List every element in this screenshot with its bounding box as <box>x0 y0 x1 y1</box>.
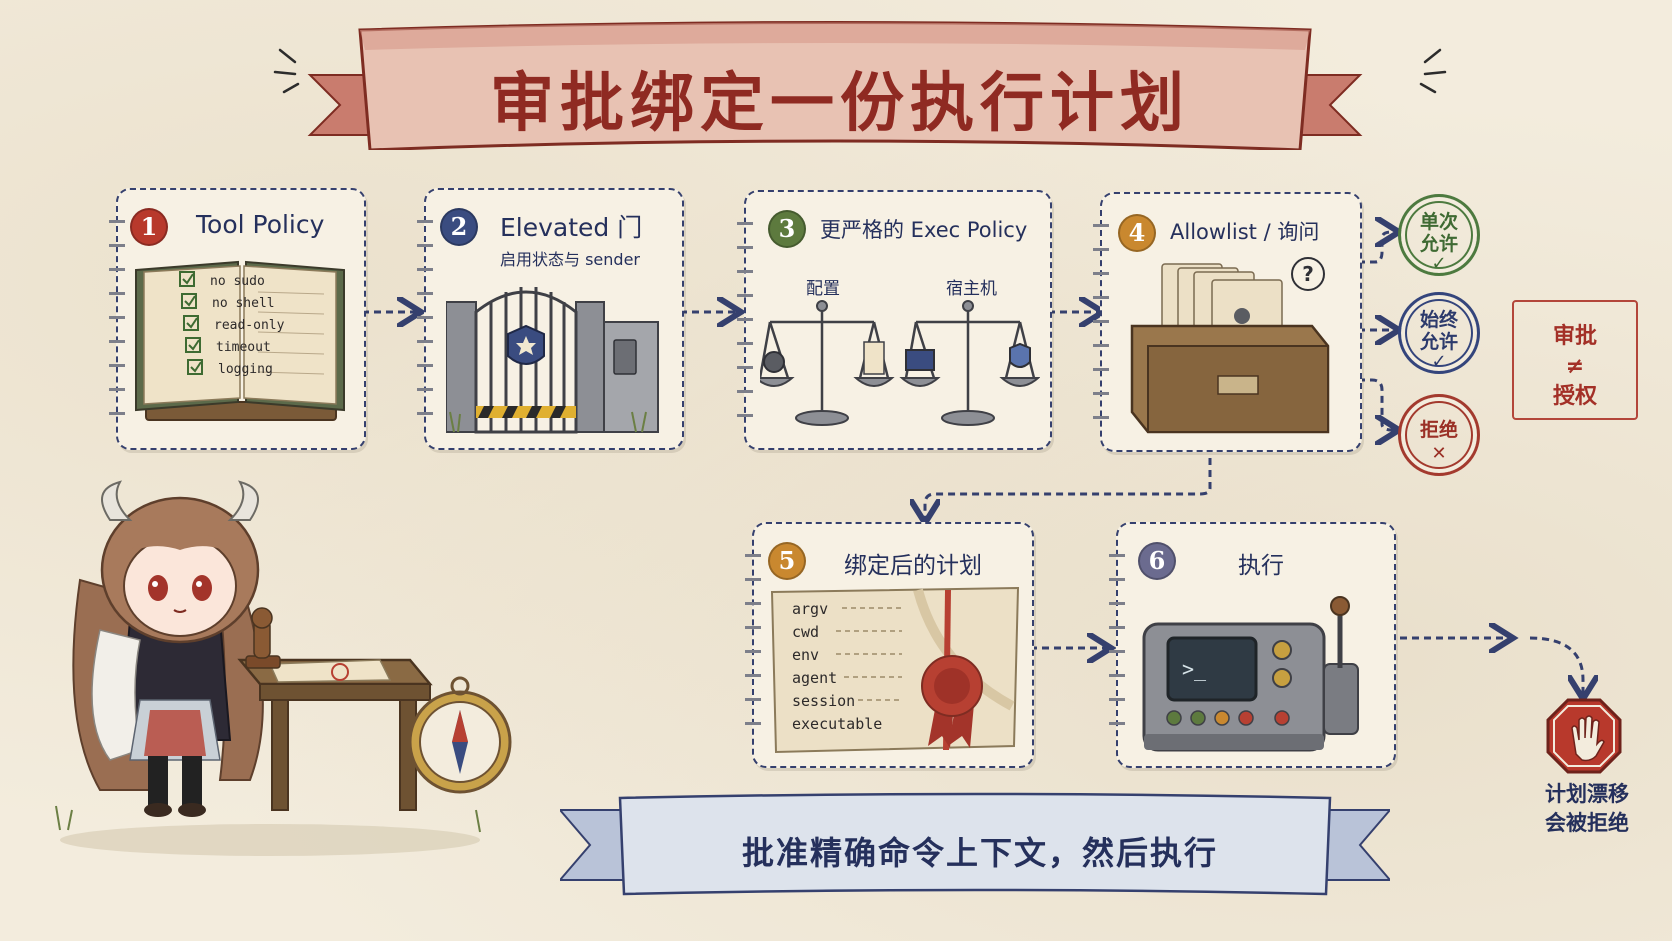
card-spiral <box>745 544 761 746</box>
checklist-item: no shell <box>212 296 275 311</box>
check-icon: ✓ <box>1431 253 1447 274</box>
card-spiral <box>737 212 753 428</box>
plan-field: env <box>792 646 820 664</box>
svg-text:?: ? <box>1302 262 1314 286</box>
card-file-box-icon: ? <box>1130 257 1330 434</box>
arrow-drift-stop <box>1529 636 1583 696</box>
step-card-elevated-gate: 2 Elevated 门 启用状态与 sender <box>417 188 684 450</box>
card-spiral <box>1109 544 1125 746</box>
character-stamping-illustration <box>55 480 512 856</box>
step-title-3: 更严格的 Exec Policy <box>820 218 1028 242</box>
svg-text:>_: >_ <box>1182 657 1207 681</box>
plan-drift-rejected-label: 计划漂移 会被拒绝 <box>1545 782 1629 835</box>
plan-field: executable <box>792 715 883 733</box>
step-card-exec-policy: 3 更严格的 Exec Policy 配置 宿主机 <box>737 190 1052 450</box>
spark-right-icon <box>1419 48 1447 94</box>
plan-field: argv <box>792 600 829 618</box>
stamp-allow-once: 单次 允许 ✓ <box>1398 194 1480 276</box>
step-badge-4: 4 <box>1118 214 1156 252</box>
step-title-1: Tool Policy <box>196 210 325 239</box>
approval-not-authorization-note: 审批 ≠ 授权 <box>1512 300 1638 420</box>
arrow-4-5 <box>925 458 1212 520</box>
stamp-allow-always: 始终 允许 ✓ <box>1398 292 1480 374</box>
step-badge-5: 5 <box>768 542 806 580</box>
stamp-deny: 拒绝 ✕ <box>1398 394 1480 476</box>
plan-field: cwd <box>792 623 820 641</box>
step-badge-3: 3 <box>768 210 806 248</box>
cross-icon: ✕ <box>1431 443 1447 464</box>
title-ribbon <box>307 21 1363 150</box>
label-host: 宿主机 <box>946 279 997 299</box>
step-badge-6: 6 <box>1138 542 1176 580</box>
card-spiral <box>417 210 433 428</box>
check-icon: ✓ <box>1431 351 1447 372</box>
step-card-allowlist: 4 Allowlist / 询问 ? <box>1093 192 1362 452</box>
checklist-item: no sudo <box>210 274 265 289</box>
arrow-to-deny <box>1358 378 1396 430</box>
step-title-5: 绑定后的计划 <box>844 553 982 579</box>
step-card-execute: 6 执行 >_ <box>1109 522 1396 768</box>
step-subtitle-2: 启用状态与 sender <box>500 250 640 269</box>
step-badge-2: 2 <box>440 208 478 246</box>
plan-field: agent <box>792 669 838 687</box>
step-title-4: Allowlist / 询问 <box>1170 220 1320 244</box>
arrow-to-once <box>1358 232 1396 264</box>
card-spiral <box>109 210 125 428</box>
terminal-machine-icon: >_ <box>1142 596 1359 752</box>
book-icon <box>135 260 345 421</box>
scales-icon <box>760 300 1040 426</box>
checklist-item: read-only <box>214 318 285 333</box>
summary-banner-text: 批准精确命令上下文，然后执行 <box>741 834 1218 872</box>
stop-hand-icon <box>1546 698 1622 774</box>
step-title-6: 执行 <box>1238 553 1284 579</box>
checklist-item: logging <box>218 362 273 377</box>
page-title: 审批绑定一份执行计划 <box>490 66 1190 141</box>
spark-left-icon <box>273 48 300 94</box>
plan-field: session <box>792 692 856 710</box>
step-title-2: Elevated 门 <box>500 213 643 242</box>
step-card-bound-plan: 5 绑定后的计划 argv cwd env agent session exec… <box>745 522 1034 768</box>
checklist-item: timeout <box>216 340 271 355</box>
sealed-document-icon <box>770 586 1020 754</box>
step-badge-1: 1 <box>130 208 168 246</box>
bottom-ribbon <box>560 792 1390 896</box>
gate-icon <box>446 287 659 434</box>
step-card-tool-policy: 1 Tool Policy no sudo no shell read-only… <box>109 188 366 450</box>
card-spiral <box>1093 214 1109 430</box>
label-config: 配置 <box>806 279 840 299</box>
